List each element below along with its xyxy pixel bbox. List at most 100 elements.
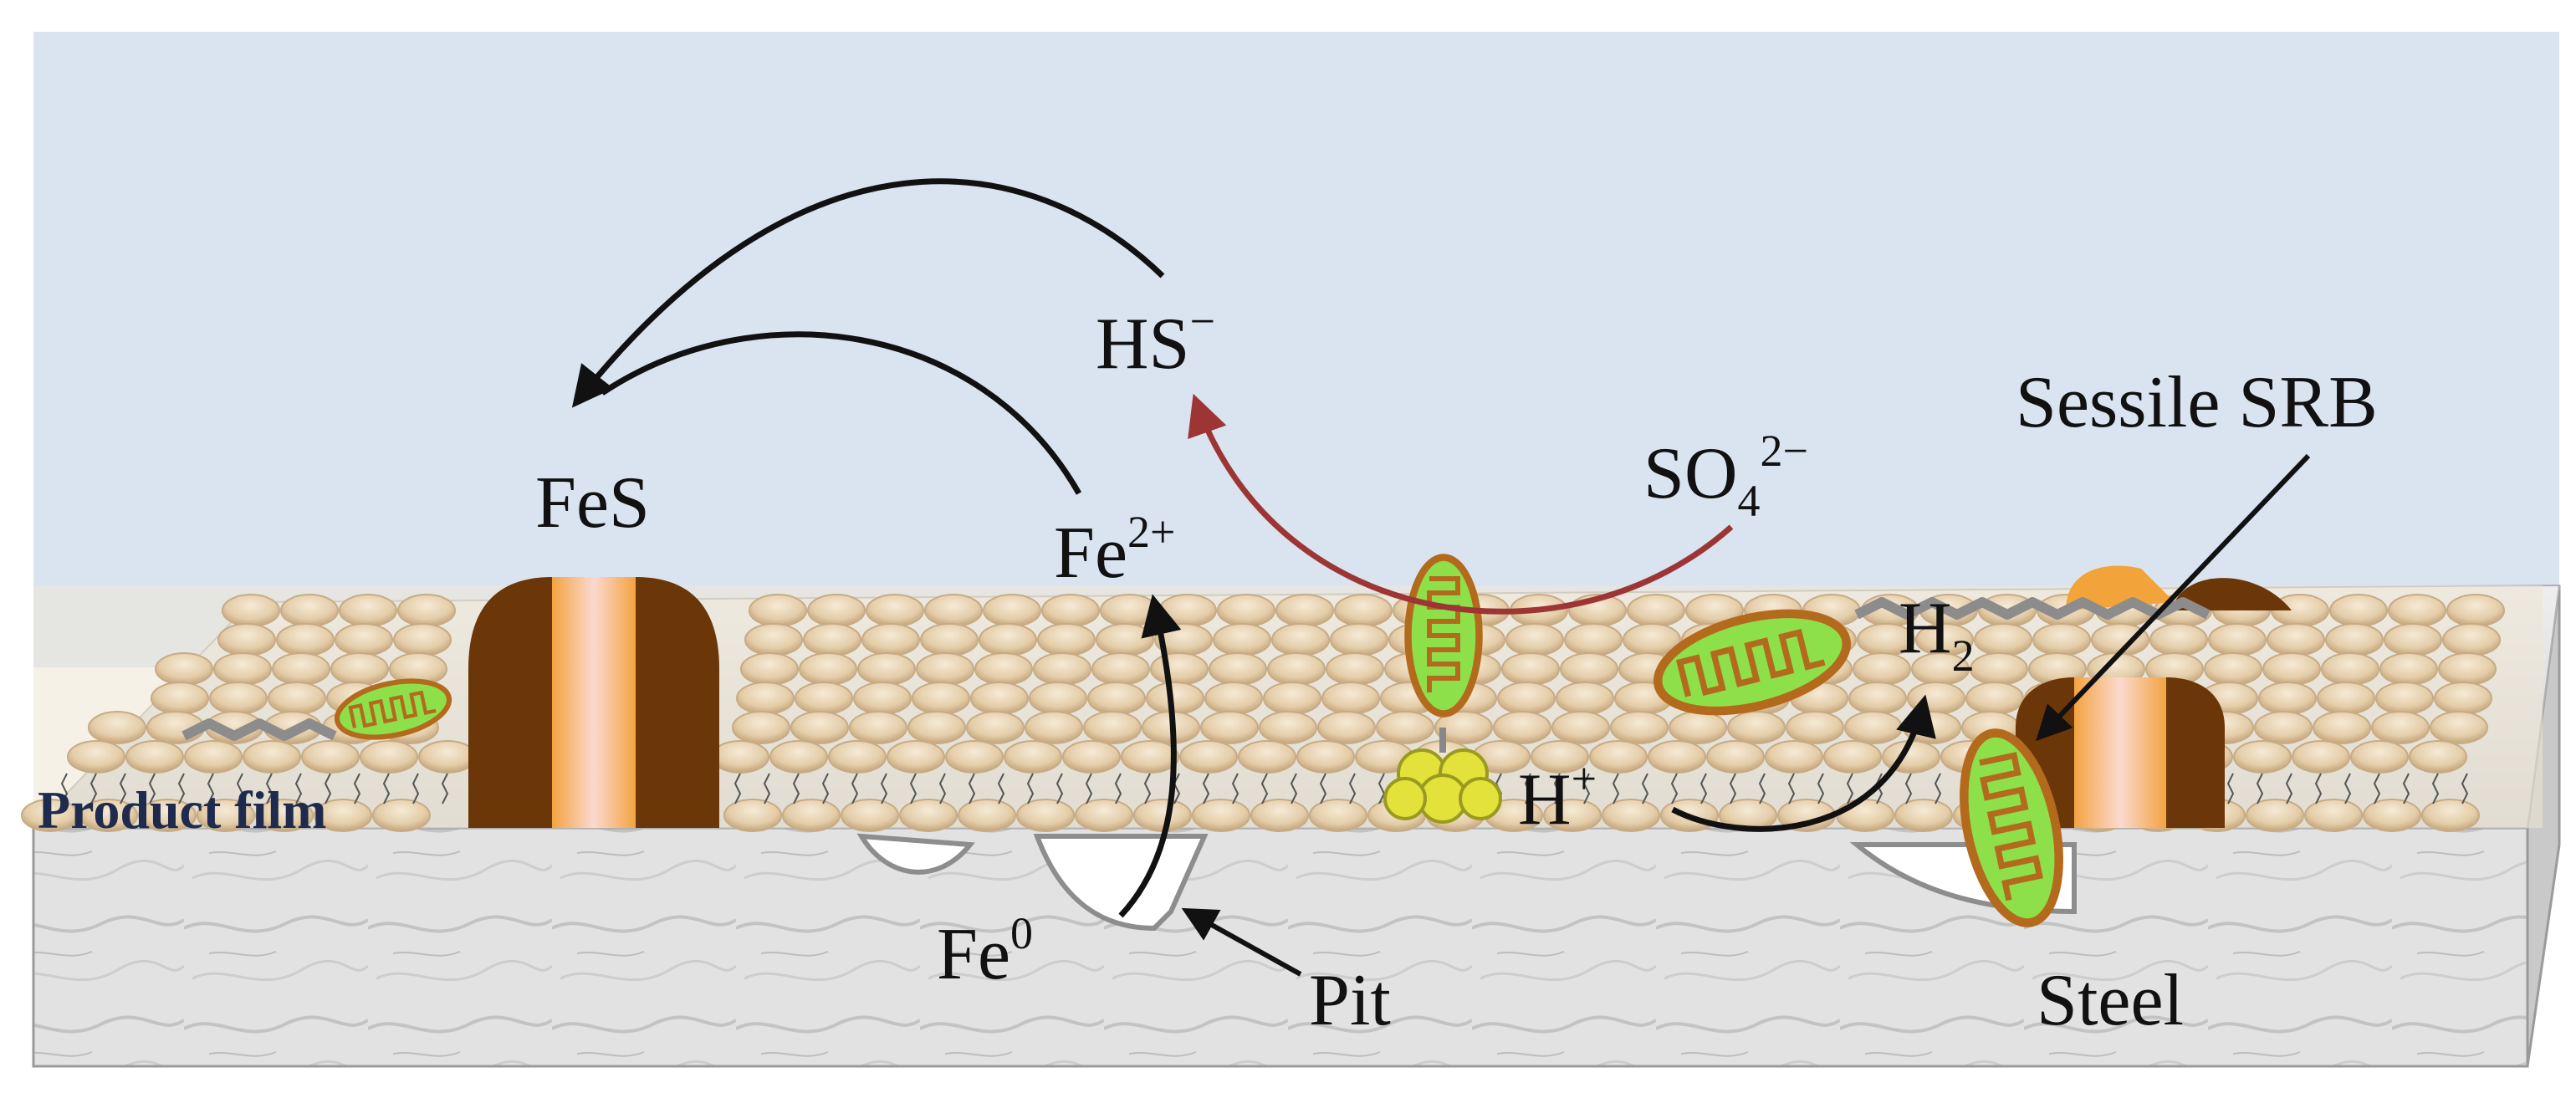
film-cell bbox=[1610, 711, 1669, 744]
film-cell bbox=[213, 652, 272, 686]
film-cell bbox=[1016, 799, 1075, 832]
label-product-film: Product film bbox=[38, 780, 326, 840]
lipid-tail bbox=[1934, 773, 1942, 804]
film-cell bbox=[849, 711, 907, 744]
film-cell bbox=[1213, 623, 1271, 656]
label-steel: Steel bbox=[2037, 960, 2184, 1041]
lipid-tail bbox=[382, 773, 391, 804]
film-cell bbox=[1259, 711, 1317, 744]
lipid-tail bbox=[324, 773, 332, 804]
lipid-tail bbox=[1641, 773, 1649, 804]
lipid-tail bbox=[1055, 773, 1064, 804]
arrow-fe0-to-fe2 bbox=[1118, 594, 1182, 918]
film-cell bbox=[2375, 682, 2434, 715]
film-cell bbox=[1204, 682, 1263, 715]
lipid-tail bbox=[148, 773, 156, 804]
film-cell bbox=[393, 623, 452, 656]
film-cell bbox=[723, 799, 782, 832]
film-cell bbox=[155, 652, 213, 686]
lipid-tail bbox=[236, 773, 244, 804]
lipid-tail bbox=[763, 773, 771, 804]
film-cell bbox=[2409, 740, 2467, 774]
film-cell bbox=[1200, 711, 1259, 744]
film-cell bbox=[330, 652, 389, 686]
lipid-tail bbox=[89, 773, 98, 804]
film-cell bbox=[1150, 652, 1209, 686]
film-cell bbox=[1965, 682, 2024, 715]
film-cell bbox=[2317, 682, 2375, 715]
film-cell bbox=[853, 682, 912, 715]
lipid-tail bbox=[1290, 773, 1298, 804]
film-cell bbox=[1075, 799, 1133, 832]
lipid-tail bbox=[2431, 773, 2440, 804]
film-cell bbox=[1309, 799, 1367, 832]
film-cell bbox=[1493, 711, 1551, 744]
film-cell bbox=[799, 652, 857, 686]
film-cell bbox=[2329, 594, 2388, 627]
film-cell bbox=[2350, 740, 2409, 774]
lipid-tail bbox=[968, 773, 976, 804]
label-so4: SO42− bbox=[1643, 426, 1808, 526]
film-cell bbox=[2384, 623, 2442, 656]
lipid-tail bbox=[821, 773, 830, 804]
film-cell bbox=[828, 740, 887, 774]
film-cell bbox=[418, 740, 477, 774]
film-cell bbox=[1296, 740, 1355, 774]
film-cell bbox=[769, 740, 828, 774]
film-cell bbox=[2371, 711, 2430, 744]
lipid-tail bbox=[733, 773, 742, 804]
film-cell bbox=[217, 623, 276, 656]
film-cell bbox=[2032, 623, 2091, 656]
film-cell bbox=[1004, 740, 1062, 774]
protein-cluster bbox=[1383, 728, 1502, 824]
film-cell bbox=[1326, 652, 1384, 686]
film-cell bbox=[1727, 711, 1786, 744]
film-cell bbox=[1250, 799, 1309, 832]
film-cell bbox=[945, 740, 1004, 774]
film-cell bbox=[1564, 623, 1623, 656]
arrow-sessile-pointer bbox=[2036, 453, 2311, 742]
film-cell bbox=[1037, 623, 1096, 656]
film-cell bbox=[1907, 682, 1965, 715]
film-cell bbox=[1033, 652, 1091, 686]
film-cell bbox=[2233, 740, 2292, 774]
film-cell bbox=[1133, 799, 1192, 832]
film-cell bbox=[1238, 740, 1296, 774]
film-cell bbox=[1894, 799, 1953, 832]
channel-protein-right bbox=[2016, 565, 2292, 828]
film-cell bbox=[301, 740, 360, 774]
lipid-tail bbox=[1904, 773, 1913, 804]
film-cell bbox=[790, 711, 849, 744]
lipid-tail bbox=[60, 773, 69, 804]
lipid-tail bbox=[207, 773, 215, 804]
reaction-arrows bbox=[571, 178, 2311, 977]
film-cell bbox=[920, 623, 979, 656]
film-cell bbox=[125, 740, 184, 774]
lipid-tail bbox=[938, 773, 947, 804]
film-cell bbox=[1100, 594, 1158, 627]
label-fes: FeS bbox=[535, 462, 650, 544]
lipid-tail bbox=[1114, 773, 1122, 804]
film-cell bbox=[782, 799, 841, 832]
film-cell bbox=[2438, 652, 2497, 686]
lipid-tail bbox=[909, 773, 917, 804]
lipid-tail bbox=[997, 773, 1005, 804]
lipid-tail bbox=[119, 773, 127, 804]
channel-protein-left bbox=[468, 577, 719, 828]
film-cell bbox=[732, 711, 790, 744]
film-cell bbox=[2446, 594, 2505, 627]
film-cell bbox=[1267, 652, 1326, 686]
film-cell bbox=[2434, 682, 2492, 715]
film-cell bbox=[912, 682, 970, 715]
film-cell bbox=[1083, 711, 1142, 744]
water-background bbox=[33, 32, 2559, 667]
film-cell bbox=[2313, 711, 2371, 744]
film-cell bbox=[2321, 652, 2379, 686]
film-cell bbox=[335, 623, 393, 656]
film-cell bbox=[2292, 740, 2350, 774]
lipid-tail bbox=[1846, 773, 1854, 804]
film-cell bbox=[1551, 711, 1610, 744]
film-cell bbox=[1648, 740, 1706, 774]
film-cell bbox=[966, 711, 1025, 744]
film-cell bbox=[1334, 594, 1393, 627]
